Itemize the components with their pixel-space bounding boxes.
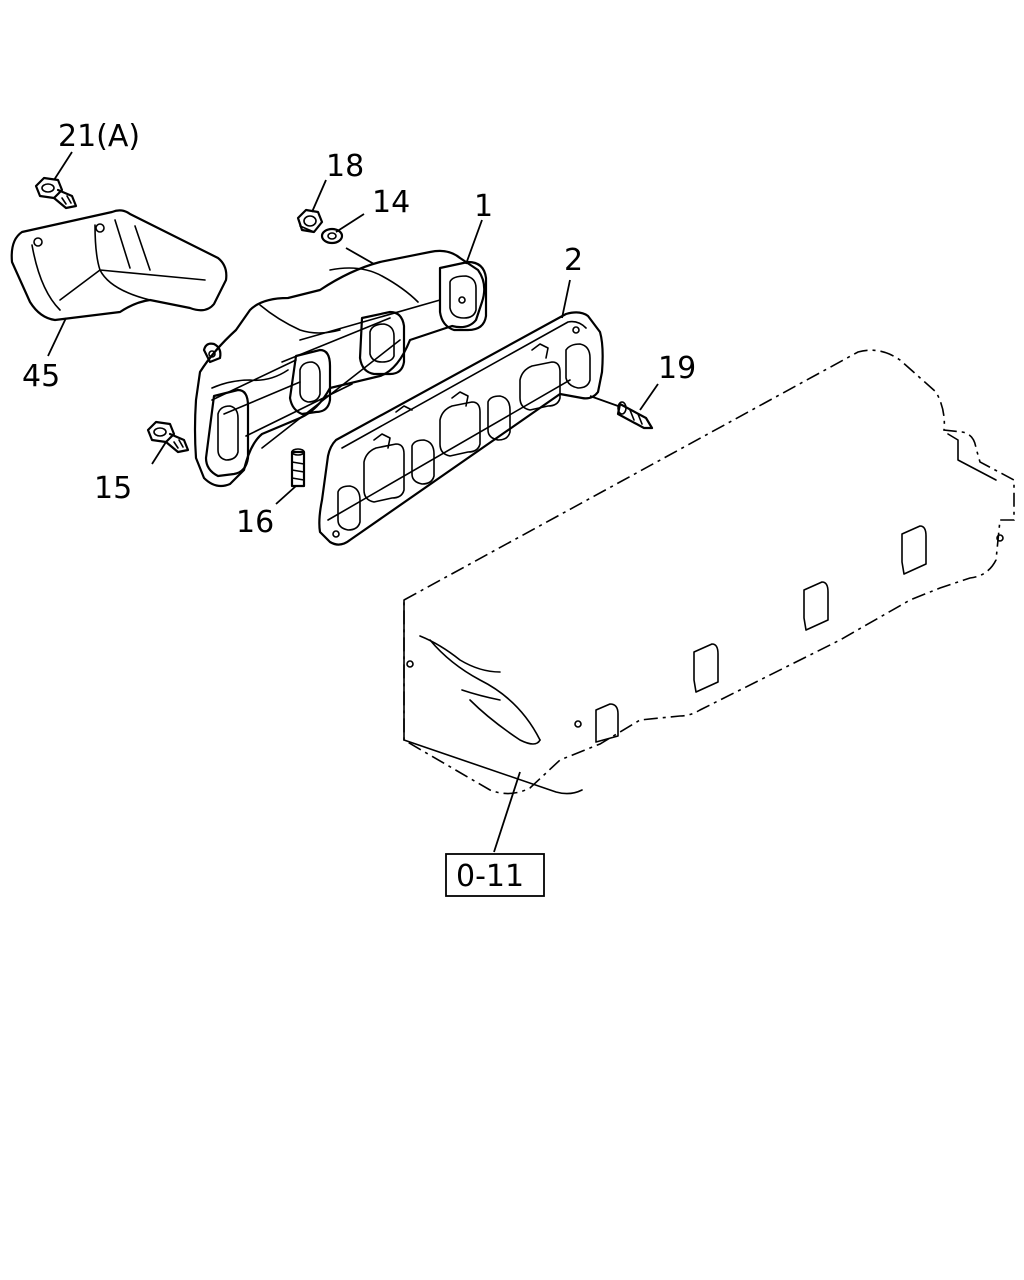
cylinder-head-reference (403, 349, 1015, 795)
callout-19: 19 (658, 351, 696, 386)
callout-18: 18 (326, 149, 364, 184)
stud-part-19 (616, 401, 654, 430)
reference-box: 0-11 (445, 853, 545, 897)
reference-box-label: 0-11 (456, 859, 524, 894)
callout-2: 2 (564, 243, 583, 278)
callout-16: 16 (236, 505, 274, 540)
leader-lines (47, 151, 659, 853)
heat-shield-part-45 (10, 209, 228, 322)
bolt-part-15 (146, 420, 190, 454)
callout-45: 45 (22, 359, 60, 394)
exhaust-manifold-part-1 (193, 249, 488, 488)
washer-part-14 (320, 227, 344, 245)
callout-14: 14 (372, 185, 410, 220)
nut-part-18 (296, 208, 324, 234)
callout-15: 15 (94, 471, 132, 506)
bolt-part-21 (34, 176, 78, 210)
callout-21a: 21(A) (58, 119, 140, 154)
stud-part-16 (290, 448, 306, 488)
gasket-part-2 (318, 311, 604, 546)
callout-1: 1 (474, 189, 493, 224)
